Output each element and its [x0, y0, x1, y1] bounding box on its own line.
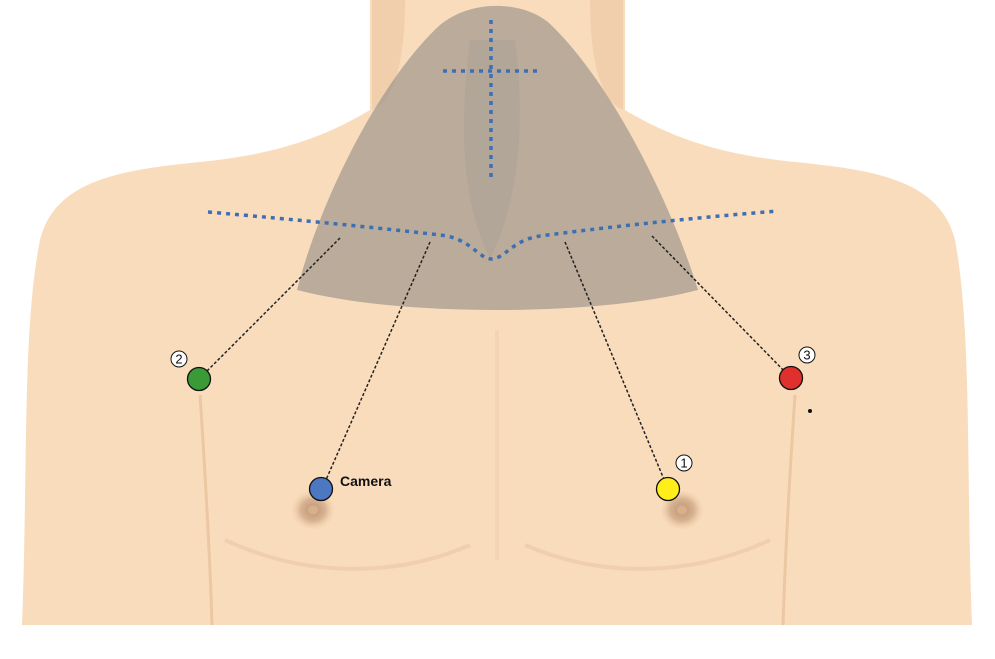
port-2-marker: [188, 368, 211, 391]
port-3-label: 3: [803, 348, 810, 363]
camera-port-marker: [310, 478, 333, 501]
nipple-left: [308, 506, 318, 515]
port-1-label: 1: [680, 456, 687, 471]
nipple-right: [677, 506, 687, 515]
port-3-badge: 3: [799, 347, 815, 363]
skin-mark: [808, 409, 812, 413]
port-1-badge: 1: [676, 455, 692, 471]
port-2-badge: 2: [171, 351, 187, 367]
port-2-label: 2: [175, 352, 182, 367]
camera-label: Camera: [340, 473, 392, 489]
port-3-marker: [780, 367, 803, 390]
port-1-marker: [657, 478, 680, 501]
